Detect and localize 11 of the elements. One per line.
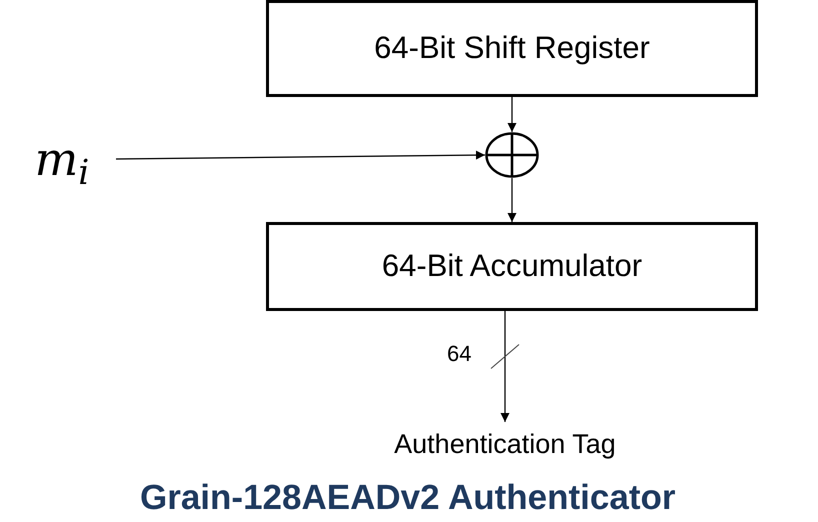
register-box: 64-Bit Shift Register (266, 0, 758, 97)
input-symbol: m$_{i}$ (22, 128, 102, 190)
arrow (116, 150, 485, 160)
register-box: 64-Bit Accumulator (266, 222, 758, 311)
xor-circle (485, 132, 539, 178)
arrow (508, 97, 516, 132)
output-label: Authentication Tag (350, 424, 660, 464)
edge-label: 64 (447, 342, 472, 364)
arrow (500, 311, 510, 422)
diagram-title: Grain-128AEADv2 Authenticator (140, 480, 676, 515)
arrow (508, 178, 516, 222)
